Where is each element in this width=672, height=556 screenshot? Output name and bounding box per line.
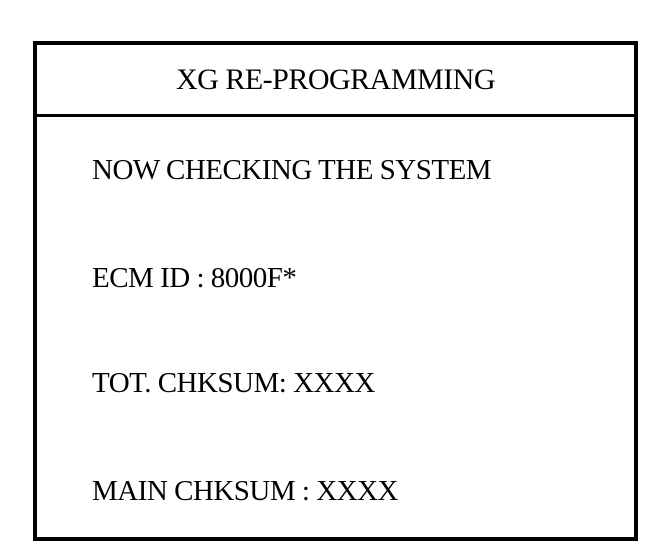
title-bar: XG RE-PROGRAMMING: [37, 45, 634, 117]
ecm-id-readout: ECM ID : 8000F*: [92, 262, 297, 294]
screen-title: XG RE-PROGRAMMING: [175, 62, 496, 96]
main-checksum-readout: MAIN CHKSUM : XXXX: [92, 475, 399, 507]
status-message: NOW CHECKING THE SYSTEM: [92, 154, 492, 186]
total-checksum-readout: TOT. CHKSUM: XXXX: [92, 367, 375, 399]
reprogramming-screen: XG RE-PROGRAMMING NOW CHECKING THE SYSTE…: [33, 41, 638, 541]
